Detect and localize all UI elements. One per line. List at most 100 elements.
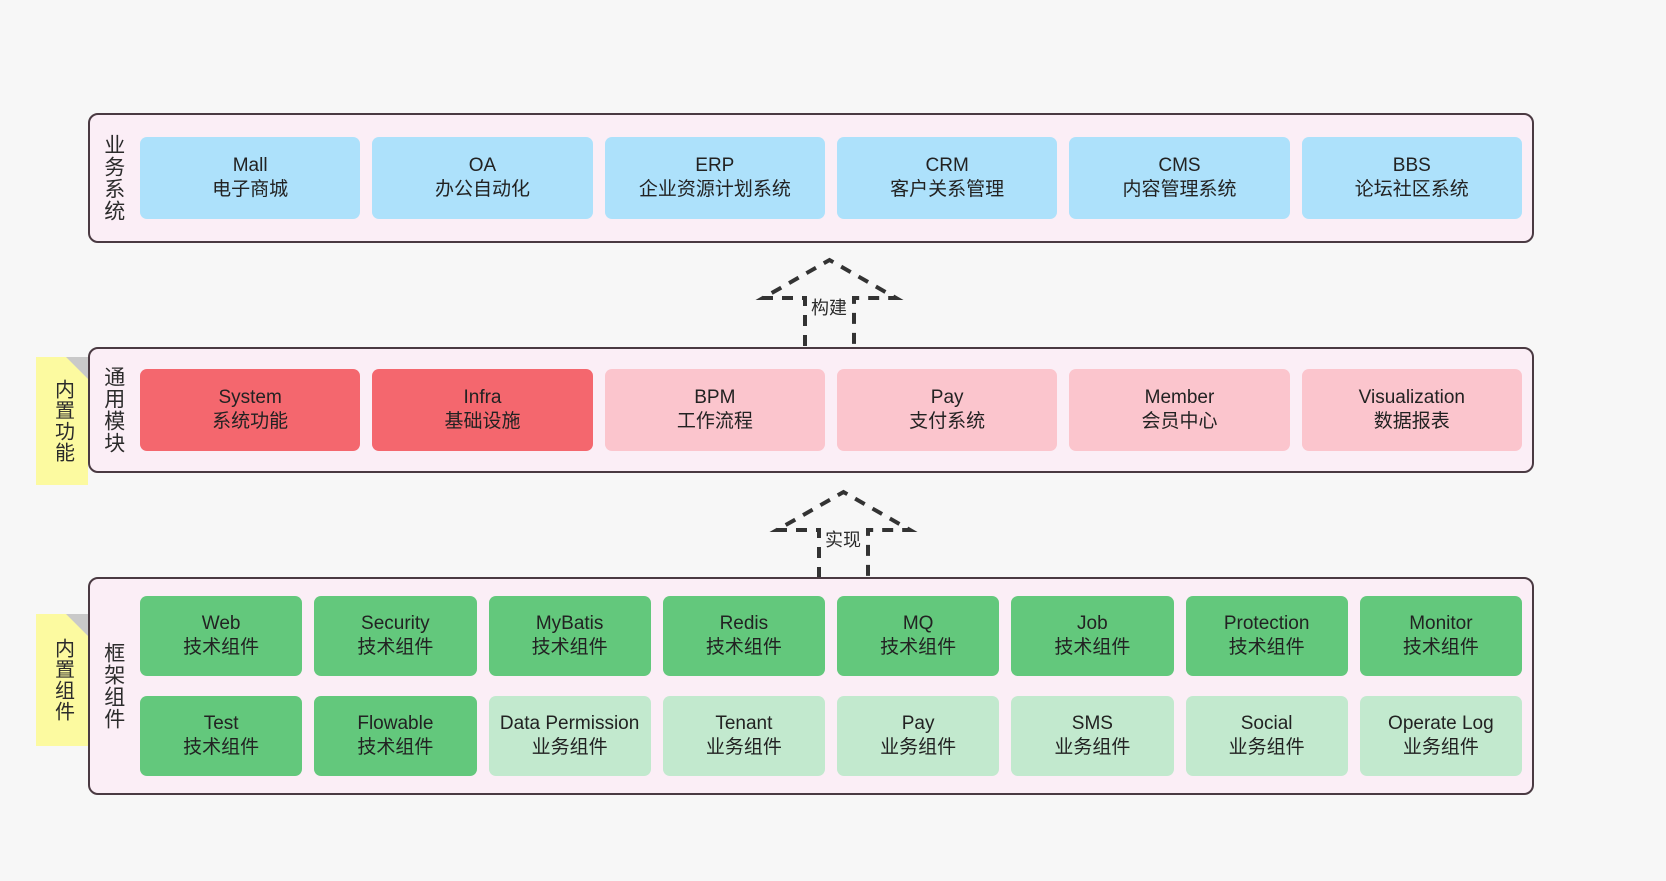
node-mybatis-desc: 技术组件 [531,637,608,658]
node-infra-desc: 基础设施 [444,411,521,432]
business-node-row: Mall 电子商城 OA 办公自动化 ERP 企业资源计划系统 CRM 客户关系… [140,115,1522,241]
node-tenant-desc: 业务组件 [705,737,782,758]
node-protection-name: Protection [1223,613,1310,635]
node-tenant-name: Tenant [715,713,773,735]
node-mall-name: Mall [232,155,268,177]
node-monitor-name: Monitor [1409,613,1473,635]
node-data-permission-name: Data Permission [499,713,640,735]
node-infra[interactable]: Infra 基础设施 [372,369,593,451]
node-bpm[interactable]: BPM 工作流程 [604,369,825,451]
node-bbs-desc: 论坛社区系统 [1354,179,1469,200]
node-redis-desc: 技术组件 [705,637,782,658]
node-web-desc: 技术组件 [183,637,260,658]
framework-node-row-2: Test 技术组件 Flowable 技术组件 Data Permission … [140,693,1522,779]
node-system-name: System [218,387,282,409]
node-mq[interactable]: MQ 技术组件 [837,596,1000,676]
note-builtin-component-label: 内置组件 [51,638,74,722]
node-pay-component-name: Pay [901,713,935,735]
node-sms-name: SMS [1071,713,1113,735]
layer-common-module: 通用模块 System 系统功能 Infra 基础设施 BPM 工作流程 Pay… [88,347,1534,473]
node-cms-name: CMS [1158,155,1201,177]
node-visualization-desc: 数据报表 [1373,411,1450,432]
node-security[interactable]: Security 技术组件 [314,596,477,676]
node-pay-common[interactable]: Pay 支付系统 [836,369,1058,451]
connector-build: 构建 [755,257,904,346]
node-operate-log[interactable]: Operate Log 业务组件 [1359,696,1522,776]
node-data-permission[interactable]: Data Permission 业务组件 [488,696,651,776]
node-test-desc: 技术组件 [183,737,260,758]
node-erp-desc: 企业资源计划系统 [638,179,791,200]
node-flowable[interactable]: Flowable 技术组件 [314,696,477,776]
layer-business-system: 业务系统 Mall 电子商城 OA 办公自动化 ERP 企业资源计划系统 CRM… [88,113,1534,243]
node-social[interactable]: Social 业务组件 [1185,696,1348,776]
node-oa-name: OA [468,155,497,177]
node-protection[interactable]: Protection 技术组件 [1185,596,1348,676]
node-pay-common-name: Pay [930,387,964,409]
node-cms[interactable]: CMS 内容管理系统 [1069,137,1290,219]
node-web-name: Web [201,613,241,635]
node-job-desc: 技术组件 [1054,637,1131,658]
node-operate-log-name: Operate Log [1388,713,1494,735]
node-bpm-name: BPM [694,387,736,409]
node-redis[interactable]: Redis 技术组件 [662,596,825,676]
layer-framework-component-body: Web 技术组件 Security 技术组件 MyBatis 技术组件 Redi… [136,579,1532,793]
node-redis-name: Redis [719,613,769,635]
node-mybatis-name: MyBatis [535,613,604,635]
connector-build-label: 构建 [811,298,847,318]
node-tenant[interactable]: Tenant 业务组件 [662,696,825,776]
node-bbs-name: BBS [1392,155,1431,177]
node-monitor[interactable]: Monitor 技术组件 [1359,596,1522,676]
framework-node-row-1: Web 技术组件 Security 技术组件 MyBatis 技术组件 Redi… [140,593,1522,679]
node-pay-component[interactable]: Pay 业务组件 [837,696,1000,776]
node-mall-desc: 电子商城 [212,179,289,200]
node-operate-log-desc: 业务组件 [1402,737,1479,758]
node-mybatis[interactable]: MyBatis 技术组件 [488,596,651,676]
node-pay-component-desc: 业务组件 [880,737,957,758]
node-member-name: Member [1144,387,1215,409]
node-pay-common-desc: 支付系统 [909,411,986,432]
common-node-row: System 系统功能 Infra 基础设施 BPM 工作流程 Pay 支付系统… [140,349,1522,471]
node-test[interactable]: Test 技术组件 [140,696,303,776]
node-social-name: Social [1240,713,1293,735]
node-crm[interactable]: CRM 客户关系管理 [836,137,1058,219]
node-flowable-name: Flowable [357,713,434,735]
layer-business-system-body: Mall 电子商城 OA 办公自动化 ERP 企业资源计划系统 CRM 客户关系… [136,115,1532,241]
note-builtin-component: 内置组件 [36,614,88,746]
node-test-name: Test [203,713,239,735]
node-crm-desc: 客户关系管理 [890,179,1005,200]
node-mq-desc: 技术组件 [880,637,957,658]
note-builtin-function: 内置功能 [36,357,88,485]
node-sms-desc: 业务组件 [1054,737,1131,758]
layer-business-system-title: 业务系统 [101,134,125,222]
layer-framework-component-title: 框架组件 [101,642,125,730]
note-fold-corner-icon [66,357,88,379]
node-cms-desc: 内容管理系统 [1122,179,1237,200]
framework-node-rows: Web 技术组件 Security 技术组件 MyBatis 技术组件 Redi… [140,579,1522,793]
node-social-desc: 业务组件 [1228,737,1305,758]
node-data-permission-desc: 业务组件 [531,737,608,758]
node-erp[interactable]: ERP 企业资源计划系统 [604,137,825,219]
node-sms[interactable]: SMS 业务组件 [1011,696,1174,776]
node-visualization[interactable]: Visualization 数据报表 [1301,369,1522,451]
node-job[interactable]: Job 技术组件 [1011,596,1174,676]
note-fold-corner-icon [66,614,88,636]
node-member-desc: 会员中心 [1141,411,1218,432]
node-system[interactable]: System 系统功能 [140,369,361,451]
note-builtin-function-label: 内置功能 [51,379,74,463]
node-bbs[interactable]: BBS 论坛社区系统 [1301,137,1522,219]
node-web[interactable]: Web 技术组件 [140,596,303,676]
node-job-name: Job [1077,613,1108,635]
node-infra-name: Infra [463,387,502,409]
node-monitor-desc: 技术组件 [1402,637,1479,658]
node-oa[interactable]: OA 办公自动化 [372,137,593,219]
node-member[interactable]: Member 会员中心 [1069,369,1290,451]
layer-common-module-body: System 系统功能 Infra 基础设施 BPM 工作流程 Pay 支付系统… [136,349,1532,471]
node-oa-desc: 办公自动化 [434,179,530,200]
node-flowable-desc: 技术组件 [357,737,434,758]
layer-common-module-title: 通用模块 [101,366,125,454]
node-mall[interactable]: Mall 电子商城 [140,137,361,219]
layer-framework-component: 框架组件 Web 技术组件 Security 技术组件 MyBatis 技术组件 [88,577,1534,795]
node-security-desc: 技术组件 [357,637,434,658]
node-bpm-desc: 工作流程 [676,411,753,432]
